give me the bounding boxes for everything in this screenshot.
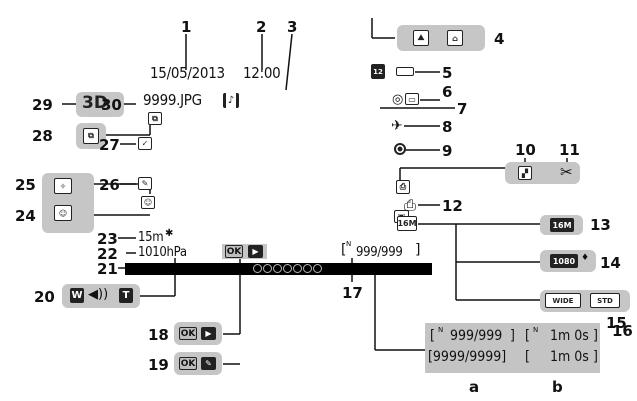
battery-icon bbox=[396, 67, 414, 76]
panel-a1-counter: 999/999 bbox=[450, 328, 503, 344]
counter-left-bracket: [ bbox=[341, 242, 347, 258]
callout-10: 10 bbox=[515, 141, 536, 159]
callout-13: 13 bbox=[590, 216, 611, 234]
print-icon: ⎙ bbox=[404, 196, 417, 214]
compass-icon bbox=[394, 143, 406, 155]
sequence-display-icon: ⧉ bbox=[148, 112, 162, 125]
retouch-icon: ✎ bbox=[138, 177, 152, 190]
zoom-w-icon: W bbox=[70, 288, 84, 303]
retouch-icon-19: ✎ bbox=[201, 357, 216, 370]
altitude-asterisk-icon: ✱ bbox=[165, 228, 174, 239]
favorite-pictures-icon: ✓ bbox=[138, 137, 152, 150]
wifi-icon: ◎ bbox=[392, 92, 404, 107]
callout-15: 15 bbox=[606, 314, 627, 332]
play-icon: ▶ bbox=[248, 245, 263, 258]
vacation-bag-icon: ⌂ bbox=[447, 30, 463, 46]
callout-1: 1 bbox=[181, 18, 192, 36]
column-label-a: a bbox=[469, 378, 480, 396]
callout-26: 26 bbox=[99, 176, 120, 194]
eye-fi-icon: ▭ bbox=[405, 93, 419, 105]
print-order-icon: ⎙ bbox=[396, 180, 410, 194]
panel-b1-bracket-close: ] bbox=[593, 328, 598, 344]
pressure-display: 1010hPa bbox=[138, 245, 187, 260]
movie-1080-icon: 1080 bbox=[550, 254, 578, 268]
callout-4: 4 bbox=[494, 30, 505, 48]
callout-27: 27 bbox=[99, 136, 120, 154]
callout-17: 17 bbox=[342, 284, 363, 302]
date-imprint-icon: 12 bbox=[371, 64, 385, 79]
voice-memo-icon: ♪ bbox=[223, 93, 239, 108]
portrait-retouch-icon: ☺ bbox=[141, 196, 155, 209]
callout-29: 29 bbox=[32, 96, 53, 114]
callout-21: 21 bbox=[97, 260, 118, 278]
speaker-icon: ◀)) bbox=[88, 287, 109, 302]
movie-option-icon: ♦ bbox=[581, 253, 590, 263]
panel-a1-bracket-open: [ bbox=[430, 328, 435, 344]
altitude-display: 15m bbox=[138, 230, 164, 245]
std-icon: STD bbox=[590, 293, 620, 308]
resolution-16m-icon: 16M bbox=[550, 218, 574, 232]
callout-7: 7 bbox=[457, 100, 468, 118]
scissors-icon: ✂ bbox=[560, 163, 573, 181]
panel-a1-protect-icon: N bbox=[438, 326, 444, 334]
landscape-frame-icon: ⛰ bbox=[413, 30, 429, 46]
callout-23: 23 bbox=[97, 230, 118, 248]
callout-14: 14 bbox=[600, 254, 621, 272]
callout-11: 11 bbox=[559, 141, 580, 159]
panel-b2-time: 1m 0s bbox=[550, 349, 589, 365]
callout-22: 22 bbox=[97, 245, 118, 263]
callout-24: 24 bbox=[15, 207, 36, 225]
callout-9: 9 bbox=[442, 142, 453, 160]
file-name-display: 9999.JPG bbox=[143, 91, 202, 109]
callout-3: 3 bbox=[287, 18, 298, 36]
panel-a1-bracket-close: ] bbox=[510, 328, 515, 344]
panel-a2-counter: [9999/9999] bbox=[428, 349, 507, 365]
callout-19: 19 bbox=[148, 356, 169, 374]
callout-8: 8 bbox=[442, 118, 453, 136]
crop-icon: ▞ bbox=[518, 166, 532, 180]
counter-panel-16 bbox=[425, 323, 600, 373]
callout-18: 18 bbox=[148, 326, 169, 344]
play-icon-18: ▶ bbox=[201, 327, 216, 340]
gps-icon: ✈ bbox=[391, 118, 403, 134]
callout-5: 5 bbox=[442, 64, 453, 82]
ok-button-18: OK bbox=[179, 327, 197, 340]
zoom-t-icon: T bbox=[119, 288, 133, 303]
panel-b2-bracket-open: [ bbox=[525, 349, 530, 365]
wide-icon: WIDE bbox=[545, 293, 581, 308]
image-mode-icon: 16M bbox=[397, 216, 417, 231]
image-counter: 999/999 bbox=[356, 245, 403, 260]
panel-b1-protect-icon: N bbox=[533, 326, 539, 334]
skin-softening-icon: ✧ bbox=[54, 178, 72, 194]
glamour-retouch-icon: ☺ bbox=[54, 205, 72, 221]
time-display: 12:00 bbox=[243, 64, 281, 82]
sequence-icon: ⧉ bbox=[83, 128, 99, 144]
callout-20: 20 bbox=[34, 288, 55, 306]
callout-16: 16 bbox=[612, 322, 633, 340]
panel-b2-bracket-close: ] bbox=[593, 349, 598, 365]
protect-mark-icon: N bbox=[346, 240, 352, 248]
icon-group-29 bbox=[76, 92, 124, 117]
progress-dots bbox=[253, 264, 338, 274]
callout-28: 28 bbox=[32, 127, 53, 145]
panel-b1-bracket-open: [ bbox=[525, 328, 530, 344]
callout-12: 12 bbox=[442, 197, 463, 215]
column-label-b: b bbox=[552, 378, 563, 396]
counter-right-bracket: ] bbox=[415, 242, 421, 258]
ok-button: OK bbox=[225, 245, 243, 258]
panel-b1-time: 1m 0s bbox=[550, 328, 589, 344]
callout-6: 6 bbox=[442, 83, 453, 101]
date-display: 15/05/2013 bbox=[150, 64, 225, 82]
icon-group-4 bbox=[397, 25, 485, 51]
callout-2: 2 bbox=[256, 18, 267, 36]
3d-icon: 3D bbox=[82, 93, 108, 113]
callout-25: 25 bbox=[15, 176, 36, 194]
ok-button-19: OK bbox=[179, 357, 197, 370]
callout-30: 30 bbox=[101, 96, 122, 114]
